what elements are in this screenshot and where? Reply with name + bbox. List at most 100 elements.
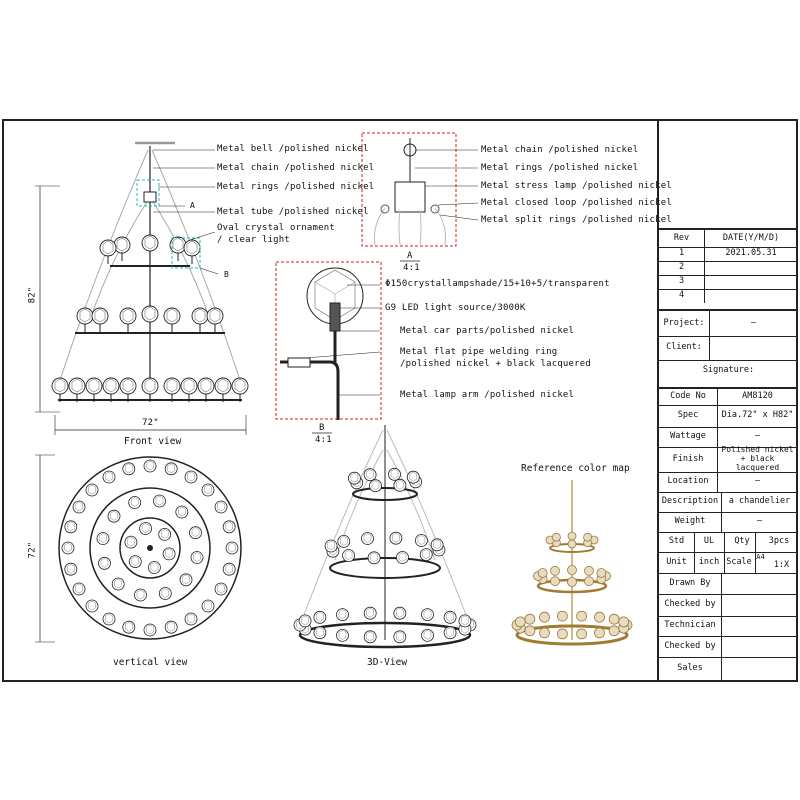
lamp-globe [85,483,99,497]
lamp-globe [122,462,136,476]
reference-globe [618,616,630,628]
reference-globe [550,565,560,576]
lamp-globe [393,630,407,644]
lamp-globe [443,626,457,640]
client-label: Client: [666,342,702,353]
lamp-globe [96,532,110,545]
lamp-globe [389,531,403,545]
lamp-globe [336,629,349,642]
description-value: a chandelier [728,496,791,507]
lamp-globe [222,562,236,576]
reference-globe [567,539,577,549]
location-value: — [754,476,761,487]
callout-metal-rings: Metal rings /polished nickel [217,182,375,192]
lamp-globe [201,483,215,497]
detail-a-callout-split-rings: Metal split rings /polished nickel [481,215,673,225]
checked-by-label-2: Checked by [664,640,716,651]
marker-a: A [190,201,196,210]
callout-clear-light: / clear light [217,235,291,245]
reference-globe [539,627,550,639]
three-d-view-caption: 3D-View [367,657,408,668]
description-label: Description [661,496,719,507]
marker-b: B [224,270,230,279]
spec-label: Spec [677,410,699,421]
lamp-globe [214,582,228,596]
detail-b [275,261,382,434]
unit-label: Unit [666,556,687,567]
reference-globe [608,625,620,637]
reference-globe [524,613,536,625]
reference-globe [557,610,568,622]
reference-globe [567,577,577,587]
reference-globe [608,613,620,625]
front-view-caption: Front view [124,436,182,447]
detail-b-callout-lampshade: Φ150crystallampshade/15+10+5/transparent [385,279,610,289]
technician-label: Technician [664,620,716,631]
lamp-globe [361,532,374,545]
lamp-globe [342,549,356,562]
location-label: Location [667,476,709,487]
qty-value: 3pcs [768,536,790,547]
detail-a-callout-stress-lamp: Metal stress lamp /polished nickel [481,181,673,191]
lamp-globe [430,538,444,552]
rev-date [704,275,798,289]
detail-b-callout-light-source: G9 LED light source/3000K [385,303,526,313]
lamp-globe [124,535,138,549]
lamp-globe [102,470,116,484]
reference-lamps [511,531,633,640]
callout-metal-bell: Metal bell /polished nickel [217,144,369,154]
project-label: Project: [663,317,705,328]
vertical-view [35,454,242,643]
lamp-globe [85,599,99,613]
lamp-globe [147,561,161,574]
reference-globe [567,531,577,541]
reference-globe [539,611,550,623]
rev-number: 1 [678,248,685,259]
vertical-view-caption: vertical view [113,657,188,668]
width-dimension: 72" [142,418,159,428]
reference-globe [584,565,594,576]
lamp-globe [421,629,434,642]
lamp-globe [324,539,338,553]
detail-a-scale: 4:1 [403,263,420,273]
lamp-globe [393,478,407,492]
lamp-globe [214,500,228,514]
reference-globe [594,611,605,623]
reference-globe [567,565,577,575]
reference-globe [537,568,548,578]
rev-label: Rev [673,232,690,243]
reference-globe [524,625,536,637]
lamp-globe [369,479,382,493]
detail-b-callout-flat-pipe: Metal flat pipe welding ring [400,347,558,357]
lamp-globe [184,470,198,484]
scale-value: 1:X [773,560,790,571]
rev-number: 3 [678,276,685,287]
code-value: AM8120 [742,391,773,402]
lamp-globe [64,562,78,576]
lamp-globe [313,626,327,640]
reference-globe [576,628,587,640]
wattage-value: — [754,431,761,442]
lamp-globe [128,555,142,568]
reference-globe [550,576,560,587]
rev-date [704,261,798,275]
reference-globe [583,532,592,542]
sales-label: Sales [677,662,703,673]
lamp-globe [143,623,157,637]
ul-label: UL [703,536,715,547]
rev-date: 2021.05.31 [725,248,777,259]
lamp-globe [363,468,377,482]
lamp-globe [153,494,166,508]
lamp-globe [388,467,401,481]
spec-value: Dia.72" x H82" [721,410,794,421]
detail-a [361,132,479,262]
paper-size: A4 [756,552,765,561]
front-view [35,141,249,435]
project-value: — [750,317,757,328]
lamp-globe [313,610,327,624]
drawing-sheet [2,119,798,682]
lamp-globe [419,548,433,561]
detail-b-label: B [319,423,325,433]
lamp-globe [134,588,147,602]
wattage-label: Wattage [670,431,706,442]
